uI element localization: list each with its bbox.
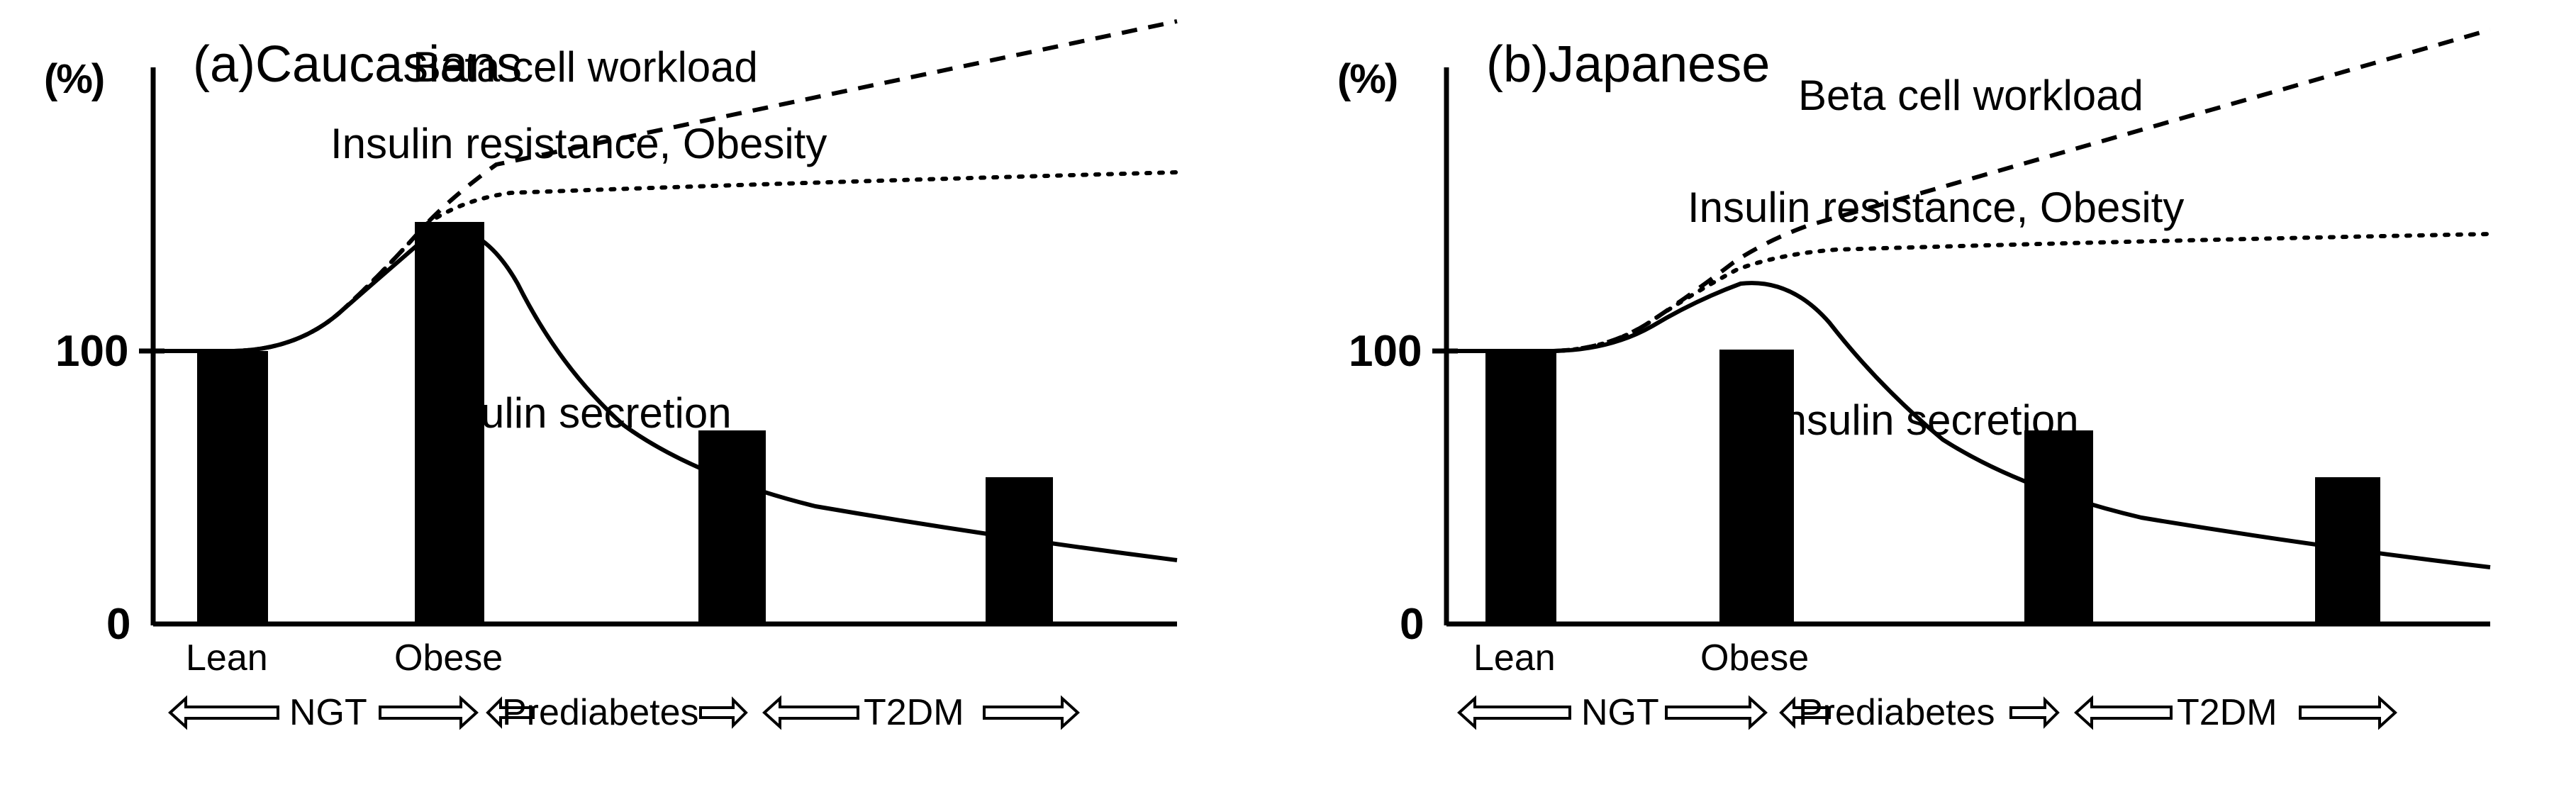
bar-obese-a <box>415 222 484 624</box>
arrow-t2dm-left-a <box>762 695 859 730</box>
curve-insulin-secretion-a <box>153 225 1178 562</box>
arrow-t2dm-right-b <box>2299 695 2397 730</box>
arrow-prediabetes-left-b <box>1779 696 1831 729</box>
arrow-ngt-left-b <box>1457 695 1571 730</box>
arrow-ngt-left-a <box>168 695 279 730</box>
curve-label-insulin-secretion-a: Insulin secretion <box>424 389 732 437</box>
cat-label-lean-b: Lean <box>1473 637 1556 679</box>
bar-lean-a <box>197 351 268 624</box>
unit-label-b: (%) <box>1337 56 1398 102</box>
y-tick-label-0-b: 0 <box>1400 600 1424 649</box>
stage-label-ngt-a: NGT <box>289 692 367 733</box>
curve-insulin-resistance-a <box>151 170 1179 353</box>
curve-label-insulin-resistance-b: Insulin resistance, Obesity <box>1688 184 2185 231</box>
panel-caucasians: (%) (a)Caucasians 100 0 Lean Obese Beta … <box>0 0 1269 797</box>
cat-label-lean-a: Lean <box>186 637 268 679</box>
arrow-ngt-right-a <box>379 695 479 730</box>
curve-label-insulin-resistance-a: Insulin resistance, Obesity <box>330 120 827 167</box>
arrow-t2dm-left-b <box>2074 695 2173 730</box>
panel-japanese: (%) (b)Japanese 100 0 Lean Obese Beta ce… <box>1269 0 2576 797</box>
arrow-ngt-right-b <box>1665 695 1768 730</box>
y-tick-label-100-b: 100 <box>1349 327 1422 376</box>
unit-label-a: (%) <box>44 56 105 102</box>
arrow-prediabetes-right-b <box>2009 696 2060 729</box>
bar-prediabetes-b <box>2024 430 2093 624</box>
bar-prediabetes-a <box>698 430 766 624</box>
curve-insulin-secretion-b <box>1446 281 2491 569</box>
bar-obese-b <box>1719 350 1794 624</box>
stage-label-prediabetes-a: Prediabetes <box>502 692 699 733</box>
curve-label-insulin-secretion-b: Insulin secretion <box>1771 396 2079 444</box>
curve-label-beta-cell-workload-a: Beta cell workload <box>413 43 758 91</box>
arrow-prediabetes-right-a <box>699 696 748 729</box>
arrow-prediabetes-left-a <box>486 696 535 729</box>
cat-label-obese-b: Obese <box>1700 637 1810 679</box>
cat-label-obese-a: Obese <box>394 637 503 679</box>
stage-label-prediabetes-b: Prediabetes <box>1798 692 1995 733</box>
bar-t2dm-a <box>986 477 1053 624</box>
curve-insulin-resistance-b <box>1444 232 2492 353</box>
bar-lean-b <box>1485 351 1556 624</box>
y-tick-label-100-a: 100 <box>55 327 129 376</box>
panel-title-a: (a)Caucasians <box>193 36 523 93</box>
stage-label-t2dm-b: T2DM <box>2177 692 2277 733</box>
panel-title-b: (b)Japanese <box>1486 36 1771 93</box>
panel-b-plot <box>1432 28 2492 730</box>
stage-label-t2dm-a: T2DM <box>864 692 964 733</box>
y-tick-label-0-a: 0 <box>106 600 131 649</box>
curve-label-beta-cell-workload-b: Beta cell workload <box>1798 72 2143 119</box>
curve-beta-cell-workload-a <box>153 19 1178 353</box>
stage-label-ngt-b: NGT <box>1581 692 1659 733</box>
arrow-t2dm-right-a <box>983 695 1080 730</box>
panel-a-plot <box>139 19 1179 730</box>
